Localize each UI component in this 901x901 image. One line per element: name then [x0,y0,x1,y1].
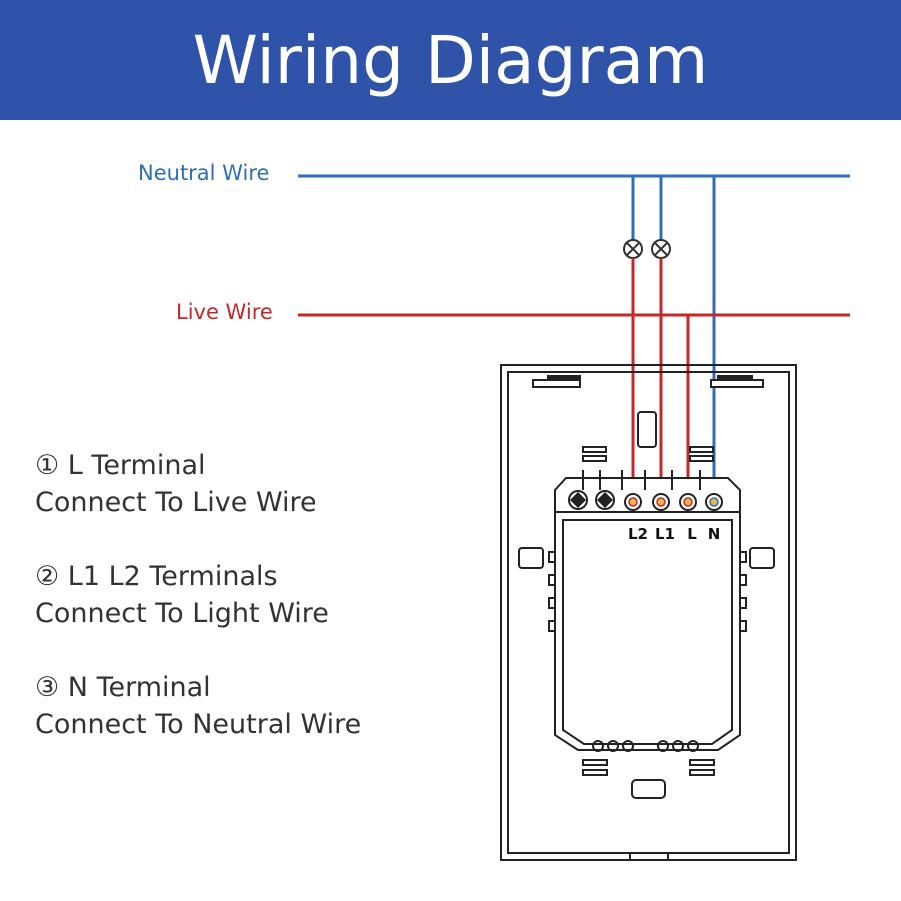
terminal-label-l2: L2 [628,525,648,543]
lamp-icon [623,239,643,259]
neutral-wire-label: Neutral Wire [138,161,270,185]
terminal-label-l1: L1 [655,525,675,543]
l-terminal-wire [686,313,850,502]
instruction-heading: ③ N Terminal [35,672,211,703]
instruction-detail: Connect To Live Wire [35,487,317,518]
live-wire-label: Live Wire [176,300,273,324]
terminal-l2 [624,493,642,511]
instruction-heading: ① L Terminal [35,450,206,481]
instruction-detail: Connect To Light Wire [35,598,329,629]
screw-icon [595,490,615,510]
instruction-2: ② L1 L2 Terminals Connect To Light Wire [35,558,329,632]
page-title: Wiring Diagram [192,21,709,99]
title-banner: Wiring Diagram [0,0,901,120]
instruction-1: ① L Terminal Connect To Live Wire [35,447,317,521]
terminal-n [705,493,723,511]
instruction-3: ③ N Terminal Connect To Neutral Wire [35,669,361,743]
instruction-heading: ② L1 L2 Terminals [35,561,278,592]
switch-module [548,470,747,752]
lamp-icon [651,239,671,259]
switch-back-plate [500,364,797,861]
terminal-label-n: N [708,525,721,543]
terminal-l1 [652,493,670,511]
terminal-l [679,493,697,511]
screw-icon [568,490,588,510]
instruction-detail: Connect To Neutral Wire [35,709,362,740]
terminal-label-l: L [687,525,697,543]
